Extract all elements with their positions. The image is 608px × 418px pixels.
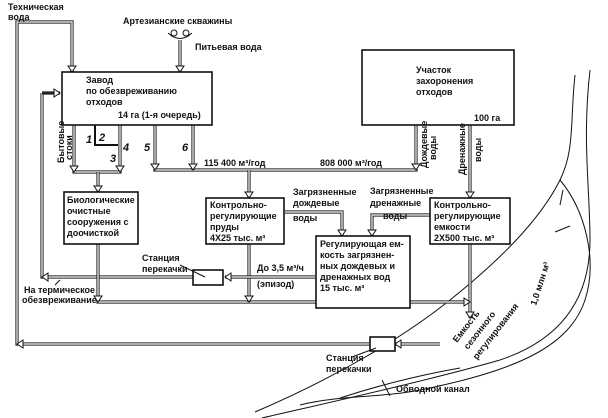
tanks-title-2: регулирующие <box>434 211 501 221</box>
tanks-title-4: 2Х500 тыс. м³ <box>434 233 494 243</box>
dirty-rain-label-2: дождевые <box>293 198 339 208</box>
bypass-channel-label: Обводной канал <box>396 384 470 394</box>
drain-water-label-2: воды <box>473 137 483 162</box>
river-bank-left <box>254 74 576 413</box>
upto-rate-label: До 3,5 м³/ч <box>257 263 304 273</box>
ponds-title-2: регулирующие <box>210 211 277 221</box>
plant-title-3: отходов <box>86 97 123 107</box>
reg-tank-title: Регулирующая ем- <box>320 239 404 249</box>
pump-station-2-leader <box>351 347 377 358</box>
reg-tank-title-4: дренажных вод <box>320 272 390 282</box>
dam-line-2 <box>554 225 571 233</box>
bio-title-4: доочисткой <box>67 228 119 238</box>
stream-2: 2 <box>98 132 105 144</box>
drain-water-label: Дренажные <box>457 123 467 175</box>
plant-title-2: по обезвреживанию <box>86 86 177 96</box>
flow-rate-2: 808 000 м³/год <box>320 158 382 168</box>
burial-area: 100 га <box>474 113 501 123</box>
thermal-label: На термическое <box>24 285 95 295</box>
flow-arrow-river <box>559 189 564 206</box>
burial-title-3: отходов <box>416 87 453 97</box>
pump-station-1-leader <box>179 264 206 278</box>
plant-title: Завод <box>86 75 113 85</box>
stream-6: 6 <box>182 142 189 154</box>
tech-water-label-2: вода <box>8 12 31 22</box>
dam-line-1 <box>381 379 391 397</box>
bio-title-2: очистные <box>67 206 111 216</box>
household-label-2: стоки <box>64 135 74 160</box>
burial-site-box <box>361 49 515 126</box>
artesian-wells-label: Артезианские скважины <box>123 16 233 26</box>
pump-station-1-box <box>192 269 224 286</box>
dirty-drain-label-3: воды <box>383 211 408 221</box>
plant-box <box>61 71 213 126</box>
ponds-title: Контрольно- <box>210 200 267 210</box>
rain-water-label-2: воды <box>428 135 438 160</box>
flow-rate-1: 115 400 м³/год <box>204 158 266 168</box>
river <box>254 69 591 418</box>
ponds-title-3: пруды <box>210 222 239 232</box>
pump-station-1-label: Станция <box>142 253 180 263</box>
bio-title: Биологические <box>67 195 135 205</box>
drinking-water-label: Питьевая вода <box>195 42 263 52</box>
tanks-title: Контрольно- <box>434 200 491 210</box>
household-label: Бытовые <box>56 121 66 163</box>
control-tanks-box <box>429 197 511 245</box>
control-ponds-box <box>205 197 285 245</box>
stream-4: 4 <box>122 142 129 154</box>
stream-5: 5 <box>144 142 151 154</box>
tanks-title-3: емкости <box>434 222 470 232</box>
dirty-drain-label: Загрязненные <box>370 186 434 196</box>
reservoir-inner-bank <box>299 179 591 406</box>
stream-1: 1 <box>86 134 92 146</box>
thermal-leader <box>54 279 61 286</box>
episode-label: (эпизод) <box>257 279 294 289</box>
pump-station-2-label: Станция <box>326 353 364 363</box>
reg-tank-title-5: 15 тыс. м³ <box>320 283 364 293</box>
dirty-rain-label: Загрязненные <box>293 187 357 197</box>
bio-title-3: сооружения с <box>67 217 129 227</box>
ponds-title-4: 4Х25 тыс. м³ <box>210 233 265 243</box>
reg-tank-title-3: ных дождевых и <box>320 261 395 271</box>
pump-station-2-label-2: перекачки <box>326 364 372 374</box>
river-bank-right <box>261 69 591 418</box>
pump-station-2-box <box>369 336 396 352</box>
dirty-drain-label-2: дренажные <box>370 198 421 208</box>
burial-title: Участок <box>416 65 452 75</box>
burial-title-2: захоронения <box>416 76 473 86</box>
regulating-tank-box <box>315 235 411 309</box>
pump-station-1-label-2: перекачки <box>142 264 188 274</box>
bypass-channel-line <box>339 367 461 399</box>
thermal-label-2: обезвреживание <box>22 295 97 305</box>
reg-tank-title-2: кость загрязнен- <box>320 250 394 260</box>
stream-3: 3 <box>110 153 116 165</box>
dirty-rain-label-3: воды <box>293 213 318 223</box>
bio-treatment-box <box>63 191 139 245</box>
artesian-wells-icon <box>167 29 193 39</box>
rain-water-label: Дождевые <box>419 121 429 168</box>
seasonal-volume-label: 1,0 млн м³ <box>528 261 551 307</box>
tech-water-label: Техническая <box>8 2 64 12</box>
plant-area: 14 га (1-я очередь) <box>118 110 201 120</box>
